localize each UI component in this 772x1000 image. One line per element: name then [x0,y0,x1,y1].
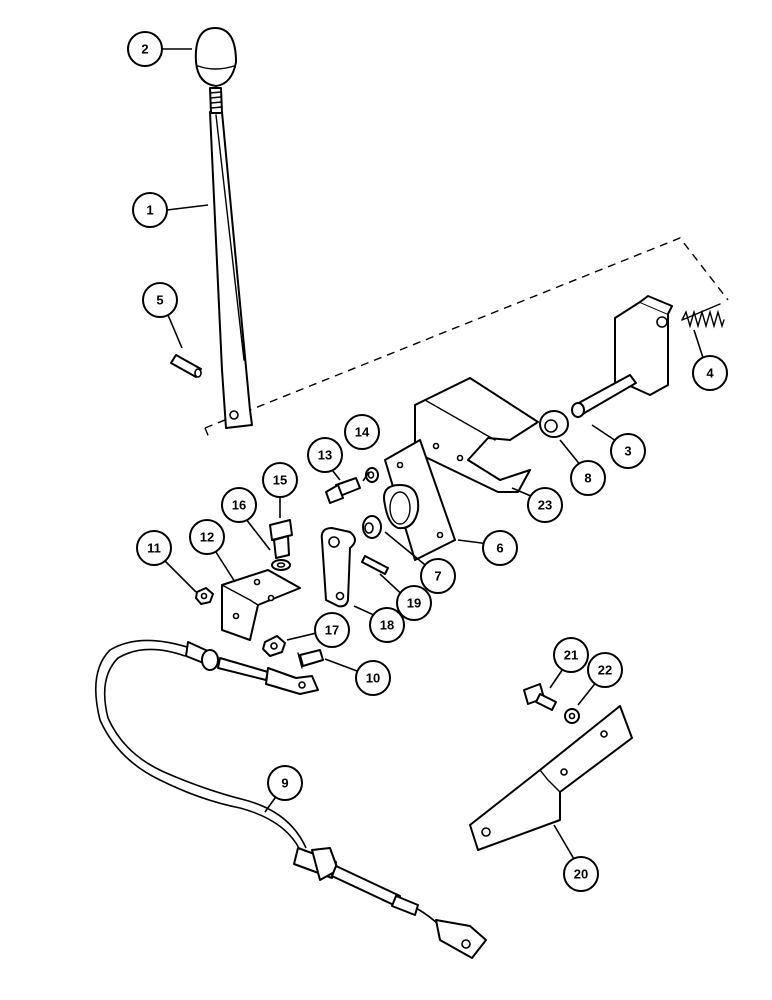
svg-text:18: 18 [380,618,394,633]
assembly-boundary [204,237,729,429]
callout-13: 13 [307,437,343,473]
svg-text:6: 6 [496,541,503,556]
callout-15: 15 [262,462,298,498]
callout-11: 11 [136,530,172,566]
nut-part-17 [262,635,286,657]
washer-part-14 [365,467,379,483]
svg-text:9: 9 [281,776,288,791]
callout-8: 8 [570,460,606,496]
pivot-shaft-part-3 [571,295,673,418]
svg-text:17: 17 [325,623,339,638]
support-bracket-part-20 [469,705,633,851]
callout-19: 19 [396,585,432,621]
washer-part-22 [564,708,580,724]
callout-2: 2 [127,31,163,67]
washer-part-16 [271,559,291,571]
callout-20: 20 [563,856,599,892]
bolt-part-15 [269,519,293,559]
svg-text:23: 23 [538,498,552,513]
callout-9: 9 [267,765,303,801]
callout-22: 22 [587,652,623,688]
knob-part-2 [194,27,237,87]
svg-text:21: 21 [564,648,578,663]
svg-text:15: 15 [273,473,287,488]
callout-3: 3 [610,433,646,469]
svg-text:8: 8 [584,471,591,486]
callout-5: 5 [142,282,178,318]
svg-text:5: 5 [156,293,163,308]
svg-text:7: 7 [434,569,441,584]
lever-part-1 [209,87,253,429]
svg-text:4: 4 [706,366,714,381]
spring-part-4 [681,303,725,329]
callout-10: 10 [355,660,391,696]
callout-12: 12 [189,519,225,555]
callout-16: 16 [221,487,257,523]
callout-14: 14 [344,414,380,450]
callout-21: 21 [553,637,589,673]
spacer-part-8 [539,410,569,438]
svg-text:22: 22 [598,663,612,678]
svg-text:16: 16 [232,498,246,513]
mount-plate-part-6 [383,439,456,561]
svg-text:12: 12 [200,530,214,545]
bolt-part-21 [523,683,557,711]
bracket-part-12 [221,569,301,641]
svg-text:11: 11 [147,541,161,556]
nut-part-11 [195,587,214,605]
callout-6: 6 [482,530,518,566]
svg-text:1: 1 [146,203,153,218]
callout-7: 7 [420,558,456,594]
svg-text:14: 14 [355,425,370,440]
callout-4: 4 [692,355,728,391]
svg-text:13: 13 [318,448,332,463]
svg-text:19: 19 [407,596,421,611]
svg-text:2: 2 [141,42,148,57]
bush-part-7 [362,515,382,539]
svg-text:20: 20 [574,867,588,882]
guide-plate-part-23 [414,377,539,493]
svg-text:10: 10 [366,671,380,686]
bolt-part-13 [325,477,361,504]
callout-23: 23 [527,487,563,523]
callout-17: 17 [314,612,350,648]
roll-pin-part-5 [170,354,202,378]
callout-1: 1 [132,192,168,228]
lever-arm-part-18 [320,527,356,608]
pin-part-19 [361,555,389,575]
callout-18: 18 [369,607,405,643]
svg-text:3: 3 [624,444,631,459]
clevis-pin-part-10 [297,649,324,669]
cable-part-9 [94,639,487,959]
